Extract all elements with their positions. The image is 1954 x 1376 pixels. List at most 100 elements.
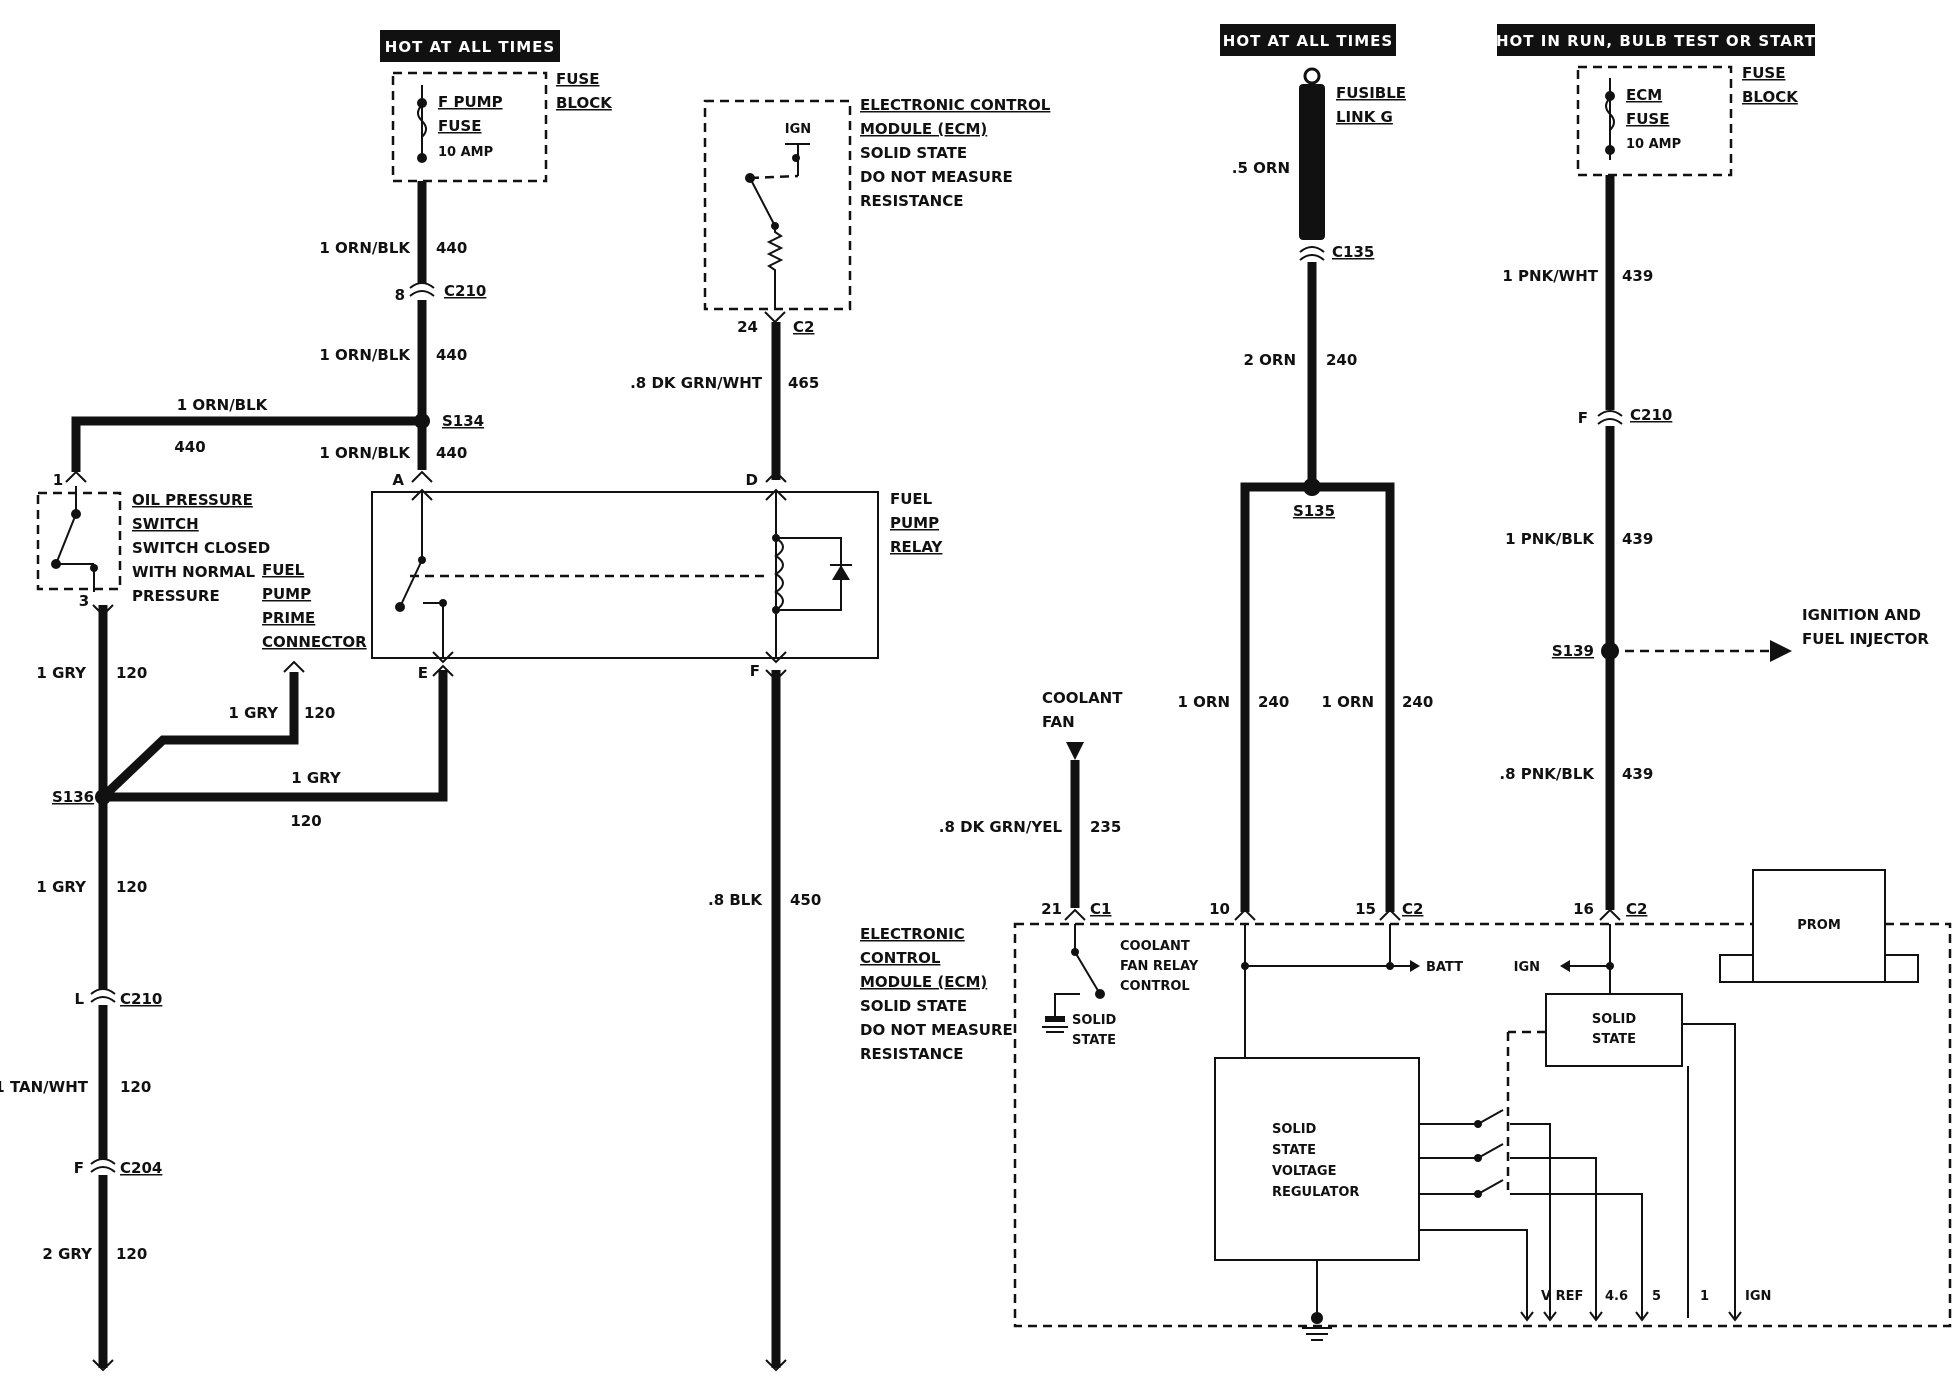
svg-text:440: 440	[436, 346, 467, 364]
svg-text:1 PNK/WHT: 1 PNK/WHT	[1502, 267, 1598, 285]
svg-text:MODULE (ECM): MODULE (ECM)	[860, 973, 987, 991]
svg-text:PUMP: PUMP	[262, 585, 311, 603]
svg-text:WITH NORMAL: WITH NORMAL	[132, 563, 256, 581]
svg-text:FUSE: FUSE	[556, 70, 599, 88]
svg-text:RESISTANCE: RESISTANCE	[860, 1045, 963, 1063]
svg-text:S135: S135	[1293, 502, 1335, 520]
svg-text:5: 5	[1652, 1289, 1661, 1304]
svg-text:ECM: ECM	[1626, 86, 1662, 104]
wire-440-vertical: 1 ORN/BLK 440 8 C210 1 ORN/BLK 440 S134 …	[319, 181, 486, 489]
coolant-fan-relay-control: COOLANT FAN RELAY CONTROL SOLID STATE	[1042, 924, 1199, 1048]
header-hot-run: HOT IN RUN, BULB TEST OR START	[1496, 24, 1815, 56]
svg-text:STATE: STATE	[1592, 1032, 1636, 1047]
svg-text:BATT: BATT	[1426, 960, 1463, 975]
svg-text:ELECTRONIC CONTROL: ELECTRONIC CONTROL	[860, 96, 1051, 114]
oil-pressure-switch: OIL PRESSURE SWITCH SWITCH CLOSED WITH N…	[36, 486, 270, 610]
svg-text:SOLID STATE: SOLID STATE	[860, 144, 967, 162]
svg-text:120: 120	[290, 812, 321, 830]
svg-text:C210: C210	[120, 990, 162, 1008]
svg-text:440: 440	[174, 438, 205, 456]
wire-240: 2 ORN 240 S135 1 ORN 240 1 ORN 240 10 15…	[1177, 262, 1433, 921]
svg-text:.8 DK GRN/WHT: .8 DK GRN/WHT	[630, 374, 763, 392]
svg-text:1 ORN/BLK: 1 ORN/BLK	[319, 239, 411, 257]
fuse-block-right: ECM FUSE 10 AMP FUSE BLOCK	[1576, 64, 1799, 177]
svg-text:F: F	[74, 1159, 84, 1177]
svg-text:FUSIBLE: FUSIBLE	[1336, 84, 1406, 102]
svg-text:S134: S134	[442, 412, 484, 430]
svg-text:SOLID: SOLID	[1592, 1012, 1637, 1027]
wire-439: 1 PNK/WHT 439 F C210 1 PNK/BLK 439 S139 …	[1499, 175, 1929, 921]
svg-text:DO NOT MEASURE: DO NOT MEASURE	[860, 168, 1013, 186]
wire-120-to-prime-connector: 1 GRY 120	[99, 660, 335, 801]
svg-text:F: F	[750, 662, 760, 680]
svg-text:FUEL: FUEL	[262, 561, 305, 579]
svg-text:235: 235	[1090, 818, 1121, 836]
svg-text:465: 465	[788, 374, 819, 392]
svg-text:L: L	[74, 990, 84, 1008]
prom-chip: PROM	[1719, 869, 1919, 983]
svg-text:C2: C2	[793, 318, 814, 336]
svg-text:1 GRY: 1 GRY	[228, 704, 279, 722]
svg-text:439: 439	[1622, 765, 1653, 783]
svg-text:1 ORN: 1 ORN	[1321, 693, 1374, 711]
svg-text:PRESSURE: PRESSURE	[132, 587, 220, 605]
svg-text:F: F	[1578, 409, 1588, 427]
svg-text:.5 ORN: .5 ORN	[1232, 159, 1290, 177]
svg-text:FUEL INJECTOR: FUEL INJECTOR	[1802, 630, 1929, 648]
svg-text:ELECTRONIC: ELECTRONIC	[860, 925, 965, 943]
fuel-pump-relay: E FUEL PUMP RELAY D F	[371, 471, 944, 682]
svg-text:1 TAN/WHT: 1 TAN/WHT	[0, 1078, 89, 1096]
svg-text:BLOCK: BLOCK	[556, 94, 613, 112]
svg-text:HOT AT ALL TIMES: HOT AT ALL TIMES	[1223, 32, 1393, 50]
svg-text:PRIME: PRIME	[262, 609, 315, 627]
svg-text:10 AMP: 10 AMP	[1626, 137, 1681, 152]
svg-text:V REF: V REF	[1541, 1289, 1583, 1304]
fuse-block-left: F PUMP FUSE 10 AMP FUSE BLOCK	[391, 70, 613, 183]
svg-text:16: 16	[1573, 900, 1594, 918]
svg-text:SWITCH: SWITCH	[132, 515, 199, 533]
svg-text:C2: C2	[1626, 900, 1647, 918]
svg-text:IGNITION AND: IGNITION AND	[1802, 606, 1921, 624]
svg-text:LINK G: LINK G	[1336, 108, 1393, 126]
wire-120-vertical: 1 GRY 120 S136 1 GRY 120 L C210 1 TAN/WH…	[0, 604, 162, 1372]
svg-text:RELAY: RELAY	[890, 538, 944, 556]
svg-text:SOLID STATE: SOLID STATE	[860, 997, 967, 1015]
svg-text:PUMP: PUMP	[890, 514, 939, 532]
svg-text:.8 PNK/BLK: .8 PNK/BLK	[1499, 765, 1595, 783]
svg-text:.8 BLK: .8 BLK	[708, 891, 763, 909]
svg-text:1 ORN/BLK: 1 ORN/BLK	[319, 444, 411, 462]
svg-text:1 ORN/BLK: 1 ORN/BLK	[319, 346, 411, 364]
svg-text:120: 120	[304, 704, 335, 722]
ecm-solid-state-block: IGN SOLID STATE	[1514, 924, 1742, 1322]
svg-text:IGN: IGN	[1514, 960, 1540, 975]
svg-text:FUSE: FUSE	[1742, 64, 1785, 82]
svg-text:120: 120	[116, 1245, 147, 1263]
coolant-fan-wire: COOLANT FAN .8 DK GRN/YEL 235 21 C1	[939, 689, 1123, 921]
svg-text:120: 120	[116, 664, 147, 682]
svg-text:FUEL: FUEL	[890, 490, 933, 508]
svg-text:FUSE: FUSE	[1626, 110, 1669, 128]
svg-text:BLOCK: BLOCK	[1742, 88, 1799, 106]
ecm-top-module: IGN ELECTRONIC CONTROL MODULE (ECM) SOLI…	[703, 96, 1051, 311]
svg-text:120: 120	[116, 878, 147, 896]
svg-text:HOT AT ALL TIMES: HOT AT ALL TIMES	[385, 38, 555, 56]
svg-text:D: D	[746, 471, 758, 489]
svg-text:240: 240	[1402, 693, 1433, 711]
svg-text:240: 240	[1326, 351, 1357, 369]
svg-text:1 ORN/BLK: 1 ORN/BLK	[177, 396, 269, 414]
wire-120-to-relay-E: 1 GRY 120	[103, 664, 454, 830]
svg-text:450: 450	[790, 891, 821, 909]
svg-text:SOLID: SOLID	[1272, 1122, 1317, 1137]
svg-text:SWITCH CLOSED: SWITCH CLOSED	[132, 539, 270, 557]
svg-text:240: 240	[1258, 693, 1289, 711]
svg-text:10: 10	[1209, 900, 1230, 918]
svg-text:IGN: IGN	[1745, 1289, 1771, 1304]
svg-text:440: 440	[436, 444, 467, 462]
svg-text:C1: C1	[1090, 900, 1111, 918]
svg-text:CONTROL: CONTROL	[860, 949, 941, 967]
svg-text:FUSE: FUSE	[438, 117, 481, 135]
svg-text:439: 439	[1622, 530, 1653, 548]
svg-text:439: 439	[1622, 267, 1653, 285]
svg-text:A: A	[392, 471, 404, 489]
